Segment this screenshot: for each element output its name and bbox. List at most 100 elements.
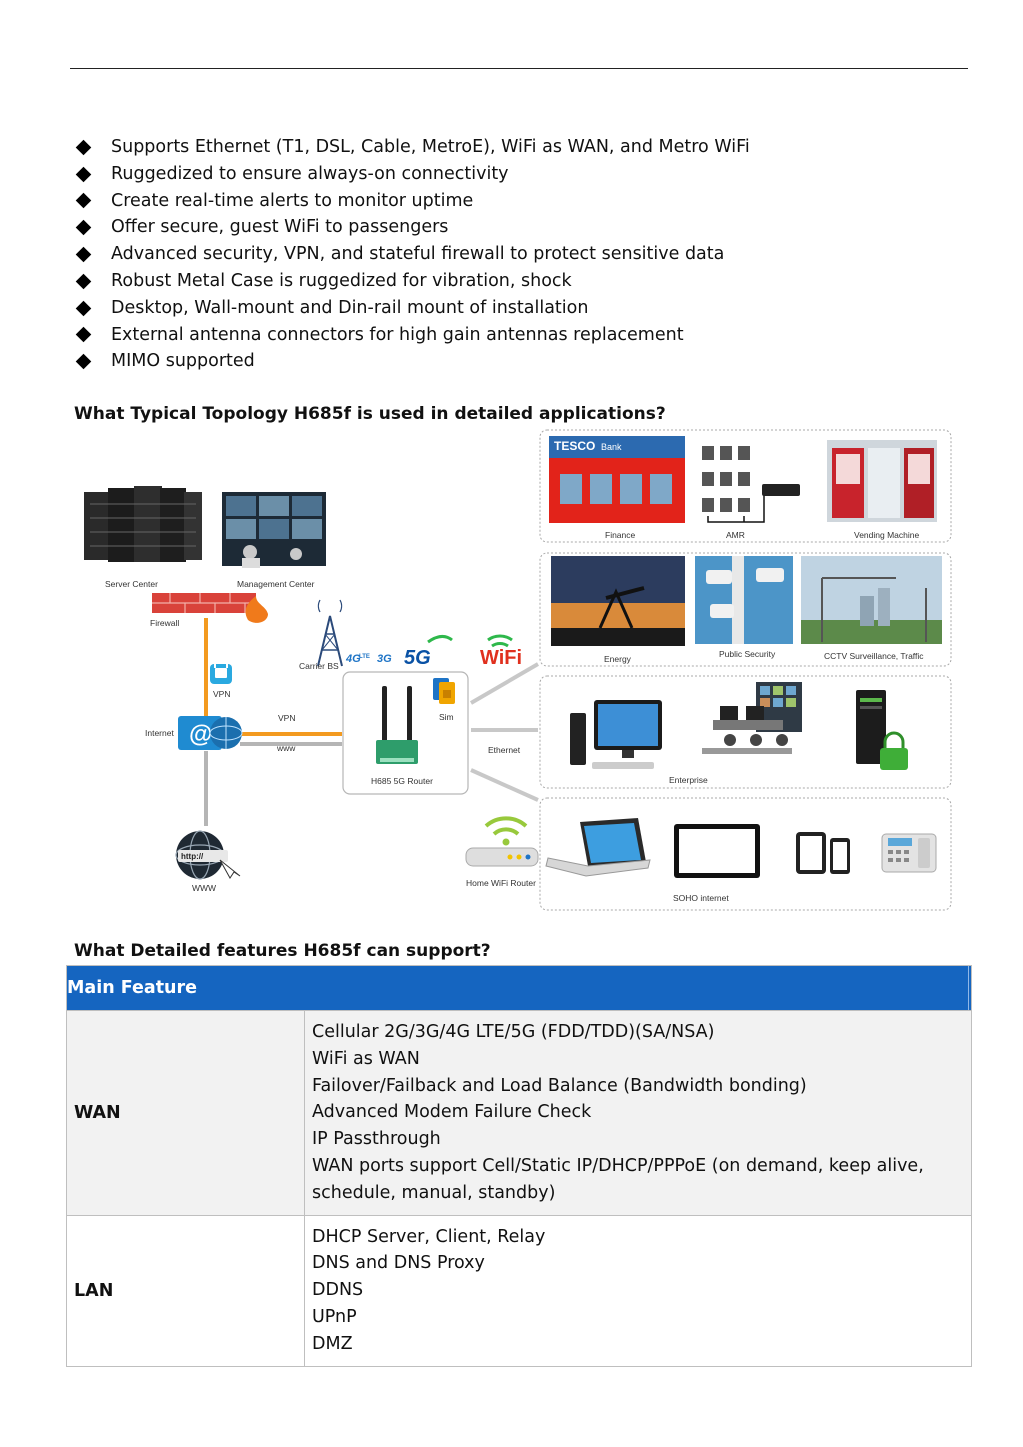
firewall-icon — [152, 593, 268, 623]
router-label: H685 5G Router — [371, 776, 433, 786]
laptop-icon — [545, 818, 651, 877]
tablet-phone-icon — [796, 832, 850, 874]
firewall-label: Firewall — [150, 618, 179, 628]
soho-label: SOHO internet — [673, 893, 729, 903]
internet-label: Internet — [145, 728, 174, 738]
management-center-label: Management Center — [237, 579, 315, 589]
feature-detail-line: Cellular 2G/3G/4G LTE/5G (FDD/TDD)(SA/NS… — [312, 1022, 715, 1042]
cctv-label: CCTV Surveillance, Traffic — [824, 651, 924, 661]
desktop-pc-icon — [570, 700, 662, 769]
public-security-label: Public Security — [719, 649, 776, 659]
monitor-icon — [674, 824, 760, 878]
tesco-bank: Bank — [601, 442, 622, 452]
feature-bullet-list: Supports Ethernet (T1, DSL, Cable, Metro… — [74, 134, 750, 375]
security-camera-icon — [695, 556, 793, 644]
desk-phone-icon — [881, 833, 937, 873]
bullet-item: Advanced security, VPN, and stateful fir… — [74, 241, 750, 268]
tesco-brand: TESCO — [554, 439, 595, 453]
table-row: LAN DHCP Server, Client, Relay DNS and D… — [66, 1214, 972, 1367]
feature-detail-line: Advanced Modem Failure Check — [312, 1102, 592, 1123]
finance-label: Finance — [605, 530, 636, 540]
carrier-bs-label: Carrier BS — [299, 661, 339, 671]
feature-detail-line: DDNS — [312, 1280, 364, 1301]
bullet-text: Robust Metal Case is ruggedized for vibr… — [111, 270, 572, 291]
router-box — [342, 671, 469, 795]
bullet-item: MIMO supported — [74, 348, 750, 375]
diamond-bullet-icon — [75, 246, 92, 263]
badge-3g: 3G — [377, 653, 392, 665]
management-center-icon — [222, 492, 326, 568]
www-line-label: www — [276, 743, 296, 753]
header-rule — [70, 68, 968, 69]
feature-detail-line: WAN ports support Cell/Static IP/DHCP/PP… — [312, 1155, 924, 1176]
sim-label: Sim — [439, 712, 454, 722]
diamond-bullet-icon — [75, 166, 92, 182]
vpn-lock-label: VPN — [213, 689, 230, 699]
feature-detail-line: DHCP Server, Client, Relay — [312, 1226, 546, 1247]
bullet-item: Offer secure, guest WiFi to passengers — [74, 214, 750, 241]
badge-lte: LTE — [359, 654, 370, 660]
diamond-bullet-icon — [75, 139, 92, 156]
cell-tower-icon — [317, 599, 343, 667]
panel-enterprise: Enterprise — [539, 675, 952, 789]
enterprise-label: Enterprise — [669, 775, 708, 785]
feature-details-lan: DHCP Server, Client, Relay DNS and DNS P… — [304, 1214, 972, 1367]
bullet-text: Offer secure, guest WiFi to passengers — [111, 217, 449, 238]
bullet-item: Supports Ethernet (T1, DSL, Cable, Metro… — [74, 134, 750, 161]
server-center-icon — [84, 486, 202, 562]
bullet-item: Create real-time alerts to monitor uptim… — [74, 188, 750, 215]
diamond-bullet-icon — [75, 300, 92, 316]
bullet-item: Desktop, Wall-mount and Din-rail mount o… — [74, 295, 750, 322]
feature-detail-line: UPnP — [312, 1306, 357, 1327]
www-globe-icon: http:// — [175, 830, 241, 880]
badge-5g: 5G — [404, 647, 431, 669]
bullet-text: External antenna connectors for high gai… — [111, 324, 684, 345]
feature-detail-line: DNS and DNS Proxy — [312, 1253, 485, 1274]
svg-text:@: @ — [189, 721, 212, 748]
energy-label: Energy — [604, 654, 632, 664]
panel-energy: Energy Public Security CCTV Surveillance… — [539, 552, 952, 667]
feature-detail-line: IP Passthrough — [312, 1129, 441, 1150]
feature-name-lan: LAN — [66, 1214, 305, 1367]
www-label: WWW — [192, 883, 216, 893]
table-header-row: Main Feature — [66, 965, 972, 1011]
router-icon — [376, 686, 418, 764]
feature-details-wan: Cellular 2G/3G/4G LTE/5G (FDD/TDD)(SA/NS… — [304, 1010, 972, 1216]
amr-label: AMR — [726, 530, 745, 540]
vending-label: Vending Machine — [854, 530, 919, 540]
table-row: WAN Cellular 2G/3G/4G LTE/5G (FDD/TDD)(S… — [66, 1010, 972, 1216]
home-wifi-router-icon — [465, 816, 539, 867]
internet-email-icon: @ — [178, 716, 243, 750]
network-badges: 4G LTE 3G 5G WiFi — [345, 634, 522, 669]
feature-name-wan: WAN — [66, 1010, 305, 1216]
ethernet-label: Ethernet — [488, 745, 521, 755]
office-workstations-icon — [702, 682, 802, 754]
bullet-item: Ruggedized to ensure always-on connectiv… — [74, 161, 750, 188]
lock-icon — [210, 657, 232, 684]
diamond-bullet-icon — [75, 273, 92, 290]
bullet-text: MIMO supported — [111, 351, 255, 372]
http-text: http:// — [181, 852, 204, 861]
server-center-label: Server Center — [105, 579, 158, 589]
topology-heading: What Typical Topology H685f is used in d… — [74, 404, 666, 424]
panel-soho: SOHO internet — [539, 797, 952, 911]
bullet-item: External antenna connectors for high gai… — [74, 322, 750, 349]
bullet-text: Create real-time alerts to monitor uptim… — [111, 190, 474, 211]
bullet-item: Robust Metal Case is ruggedized for vibr… — [74, 268, 750, 295]
bullet-text: Supports Ethernet (T1, DSL, Cable, Metro… — [111, 137, 750, 157]
feature-detail-line: schedule, manual, standby) — [312, 1182, 556, 1203]
badge-4g: 4G — [345, 653, 361, 665]
vpn-line-label: VPN — [278, 713, 295, 723]
amr-meter-icon — [702, 446, 800, 523]
topology-diagram: Server Center Management Center Firewall… — [84, 429, 952, 911]
bullet-text: Ruggedized to ensure always-on connectiv… — [111, 163, 509, 184]
feature-detail-line: DMZ — [312, 1333, 353, 1354]
vending-machine-icon — [827, 440, 937, 522]
table-header-title: Main Feature — [67, 966, 969, 1010]
sim-card-icon — [433, 678, 455, 704]
cctv-traffic-icon — [801, 556, 942, 644]
diamond-bullet-icon — [75, 193, 92, 209]
bullet-text: Desktop, Wall-mount and Din-rail mount o… — [111, 297, 589, 318]
diamond-bullet-icon — [75, 220, 92, 236]
diamond-bullet-icon — [75, 353, 92, 370]
